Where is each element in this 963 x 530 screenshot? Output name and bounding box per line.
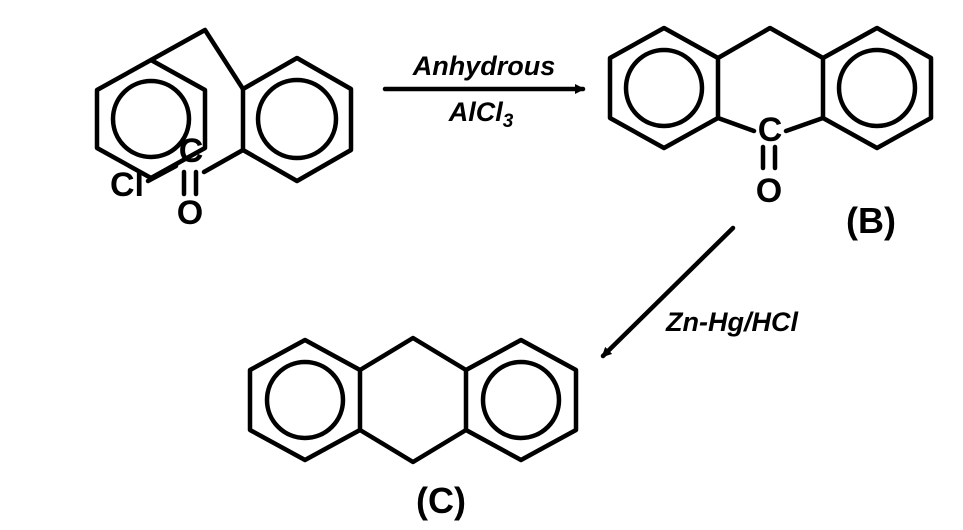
- reactant-carbon-atom: C: [179, 132, 204, 170]
- step1-reagent-main: AlCl: [448, 97, 503, 127]
- reactant-ring-to-carbonyl-bond: [201, 147, 246, 175]
- product-c-molecule: (C): [247, 335, 579, 521]
- product-c-label: (C): [416, 480, 466, 521]
- reactant-right-aromatic-circle: [255, 77, 339, 161]
- reactant-c-cl-bond: [145, 163, 179, 184]
- step1-arrow-group: Anhydrous AlCl3: [382, 51, 586, 132]
- product-b-molecule: C O (B): [607, 25, 934, 241]
- reactant-molecule: C Cl O: [94, 27, 354, 232]
- reactant-ch2-bridge: [148, 27, 246, 92]
- product-c-bottom-ch2-bridge: [357, 427, 469, 465]
- product-b-label: (B): [846, 200, 896, 241]
- product-c-right-aromatic-circle: [480, 359, 562, 441]
- product-b-ch2-bridge: [715, 25, 826, 61]
- step2-arrow-group: Zn-Hg/HCl: [600, 225, 798, 359]
- reactant-oxygen-atom: O: [177, 194, 203, 232]
- reactant-chlorine-atom: Cl: [110, 166, 144, 204]
- product-b-left-to-carbonyl-bond: [715, 115, 757, 134]
- step1-reagent-line1: Anhydrous: [412, 51, 556, 81]
- product-c-top-ch2-bridge: [357, 335, 469, 373]
- product-b-right-to-carbonyl-bond: [783, 115, 826, 134]
- product-b-left-aromatic-circle: [623, 47, 705, 129]
- step2-reagent: Zn-Hg/HCl: [665, 307, 798, 337]
- step1-reagent-line2: AlCl3: [448, 97, 514, 132]
- reactant-left-aromatic-circle: [110, 78, 192, 160]
- product-b-carbon-atom: C: [758, 111, 783, 149]
- product-c-left-aromatic-circle: [264, 359, 346, 441]
- product-b-right-aromatic-circle: [836, 47, 918, 129]
- product-b-oxygen-atom: O: [756, 172, 782, 210]
- step1-reagent-subscript: 3: [503, 111, 514, 132]
- step2-arrow: [600, 225, 736, 359]
